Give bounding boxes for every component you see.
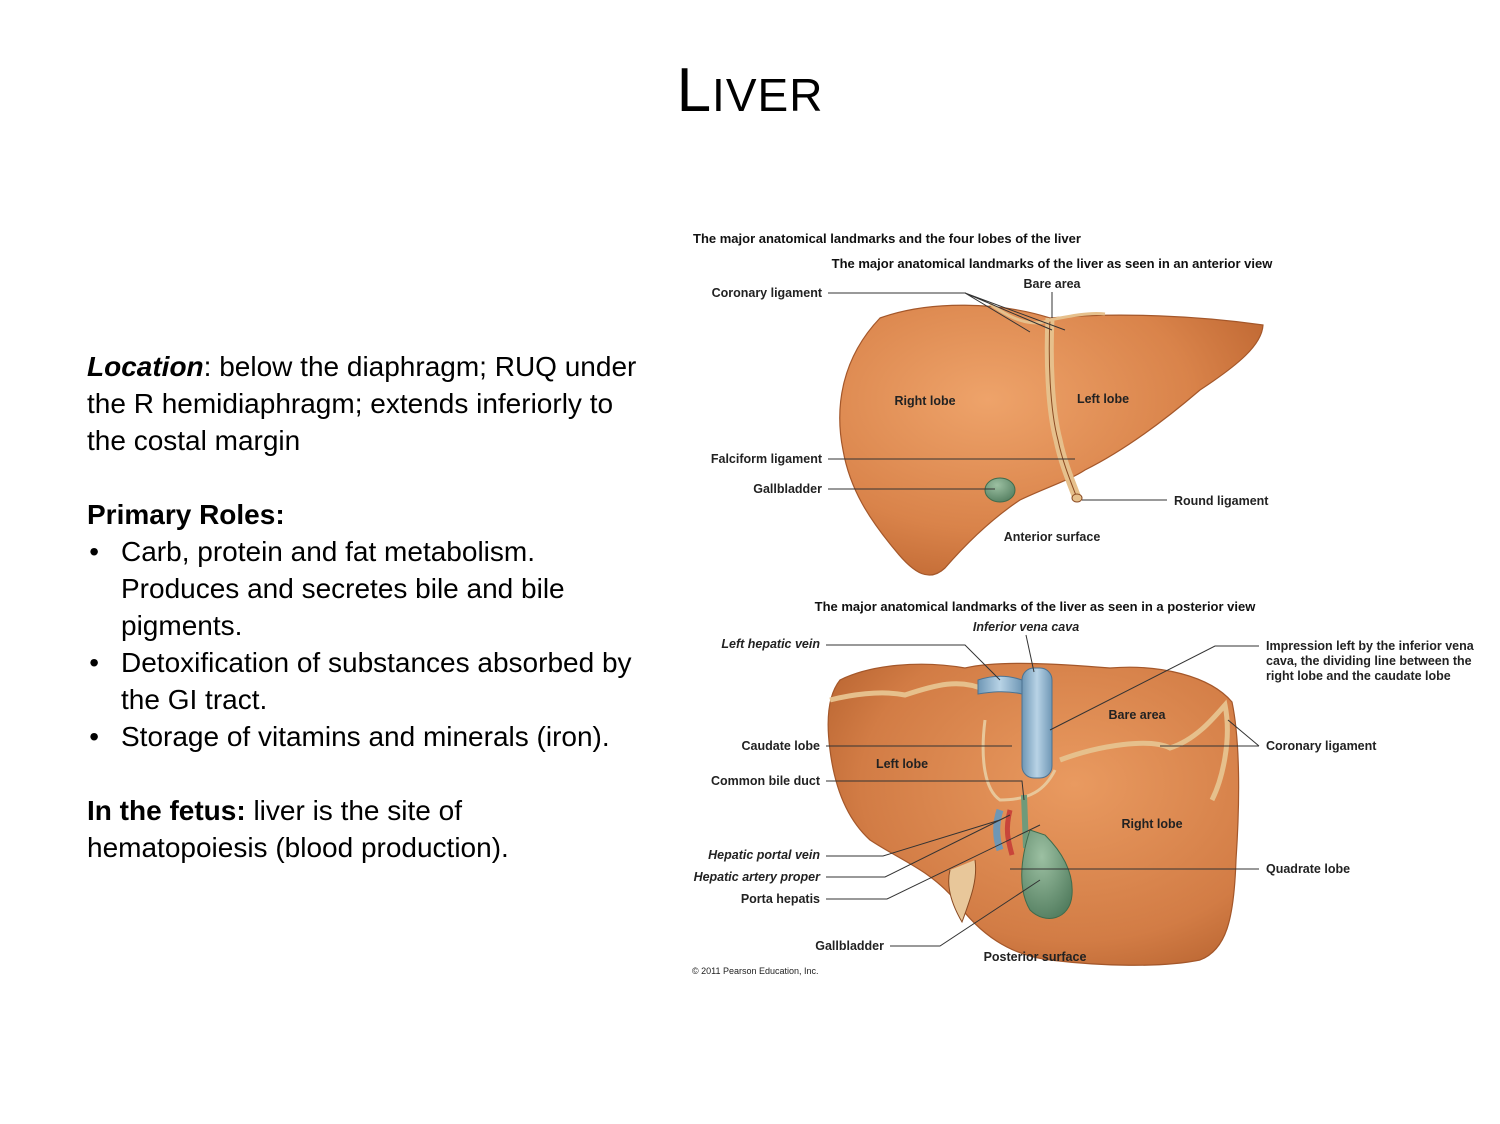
label-left-hepatic-vein: Left hepatic vein: [721, 637, 820, 651]
anterior-liver: [839, 302, 1264, 576]
label-common-bile-duct: Common bile duct: [711, 774, 821, 788]
location-text: : below the diaphragm; RUQ under the R h…: [87, 351, 637, 456]
figure-main-title: The major anatomical landmarks and the f…: [693, 231, 1081, 246]
posterior-liver: [827, 662, 1240, 966]
fetus-label: In the fetus:: [87, 795, 246, 826]
label-right-lobe-post: Right lobe: [1121, 817, 1182, 831]
label-inferior-vena-cava: Inferior vena cava: [973, 620, 1079, 634]
posterior-caption: Posterior surface: [984, 950, 1087, 964]
fetus-paragraph: In the fetus: liver is the site of hemat…: [87, 792, 647, 866]
label-round-ligament: Round ligament: [1174, 494, 1269, 508]
label-impression-3: right lobe and the caudate lobe: [1266, 669, 1451, 683]
label-right-lobe-ant: Right lobe: [894, 394, 955, 408]
posterior-title: The major anatomical landmarks of the li…: [815, 599, 1257, 614]
label-coronary-ligament-ant: Coronary ligament: [712, 286, 823, 300]
label-impression-2: cava, the dividing line between the: [1266, 654, 1472, 668]
list-item: Storage of vitamins and minerals (iron).: [87, 718, 647, 755]
label-gallbladder-ant: Gallbladder: [753, 482, 822, 496]
label-falciform-ligament: Falciform ligament: [711, 452, 823, 466]
location-label: Location: [87, 351, 204, 382]
label-quadrate-lobe: Quadrate lobe: [1266, 862, 1350, 876]
label-caudate-lobe: Caudate lobe: [742, 739, 821, 753]
label-left-lobe-post: Left lobe: [876, 757, 928, 771]
label-hepatic-portal-vein: Hepatic portal vein: [708, 848, 820, 862]
text-panel: Location: below the diaphragm; RUQ under…: [87, 348, 647, 866]
copyright: © 2011 Pearson Education, Inc.: [692, 966, 819, 976]
anterior-title: The major anatomical landmarks of the li…: [832, 256, 1274, 271]
label-left-lobe-ant: Left lobe: [1077, 392, 1129, 406]
anterior-caption: Anterior surface: [1004, 530, 1101, 544]
fetus-text: liver is the site of hematopoiesis (bloo…: [87, 795, 509, 863]
label-bare-area-post: Bare area: [1109, 708, 1167, 722]
list-item: Carb, protein and fat metabolism. Produc…: [87, 533, 647, 644]
page-title: Liver: [676, 56, 824, 125]
label-hepatic-artery-proper: Hepatic artery proper: [694, 870, 822, 884]
label-impression-1: Impression left by the inferior vena: [1266, 639, 1475, 653]
label-bare-area-ant: Bare area: [1024, 277, 1082, 291]
roles-list: Carb, protein and fat metabolism. Produc…: [87, 533, 647, 755]
label-gallbladder-post: Gallbladder: [815, 939, 884, 953]
list-item: Detoxification of substances absorbed by…: [87, 644, 647, 718]
location-paragraph: Location: below the diaphragm; RUQ under…: [87, 348, 647, 459]
label-coronary-ligament-post: Coronary ligament: [1266, 739, 1377, 753]
roles-heading: Primary Roles:: [87, 499, 285, 530]
label-porta-hepatis: Porta hepatis: [741, 892, 820, 906]
